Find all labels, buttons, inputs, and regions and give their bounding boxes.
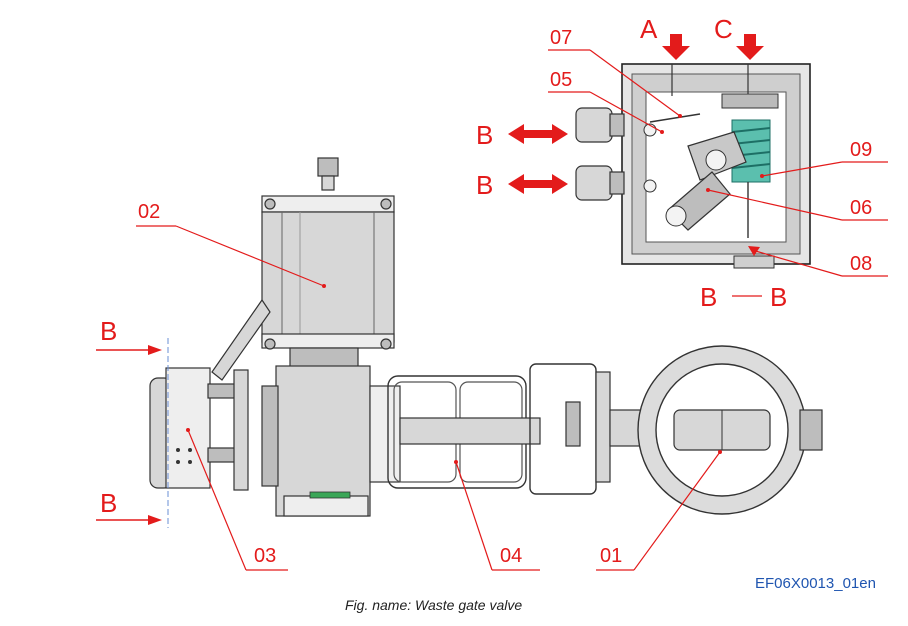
- letter-b-upper-port: B: [476, 120, 493, 150]
- letter-b-left-top: B: [100, 316, 117, 346]
- callout-02: 02: [138, 201, 160, 223]
- double-arrow-b-lower-icon: [508, 174, 568, 194]
- callout-01: 01: [600, 545, 622, 567]
- section-view-bb: [575, 63, 811, 269]
- letter-c: C: [714, 14, 733, 44]
- callout-04: 04: [500, 545, 522, 567]
- gear-housing: [261, 365, 371, 517]
- callout-08: 08: [850, 253, 872, 275]
- letter-b-left-bottom: B: [100, 488, 117, 518]
- callout-05: 05: [550, 69, 572, 91]
- section-arrow-bottom-icon: [148, 515, 162, 525]
- coupling-frame: [369, 363, 647, 495]
- letter-a: A: [640, 14, 658, 44]
- port-fittings: [575, 107, 625, 201]
- callout-07: 07: [550, 27, 572, 49]
- double-arrow-b-upper-icon: [508, 124, 568, 144]
- section-title-right: B: [770, 282, 787, 312]
- positioner-box: [149, 367, 249, 491]
- section-arrow-top-icon: [148, 345, 162, 355]
- section-title-bb: B B: [700, 282, 787, 312]
- callout-09: 09: [850, 139, 872, 161]
- butterfly-valve: [637, 345, 823, 515]
- callout-03: 03: [254, 545, 276, 567]
- arrow-a-icon: [662, 34, 690, 60]
- actuator-cylinder: [261, 157, 395, 350]
- lever-mechanism: [643, 123, 749, 238]
- letter-b-lower-port: B: [476, 170, 493, 200]
- callout-06: 06: [850, 197, 872, 219]
- drawing-code: EF06X0013_01en: [755, 575, 876, 592]
- figure-caption: Fig. name: Waste gate valve: [345, 597, 522, 613]
- section-title-left: B: [700, 282, 717, 312]
- arrow-c-icon: [736, 34, 764, 60]
